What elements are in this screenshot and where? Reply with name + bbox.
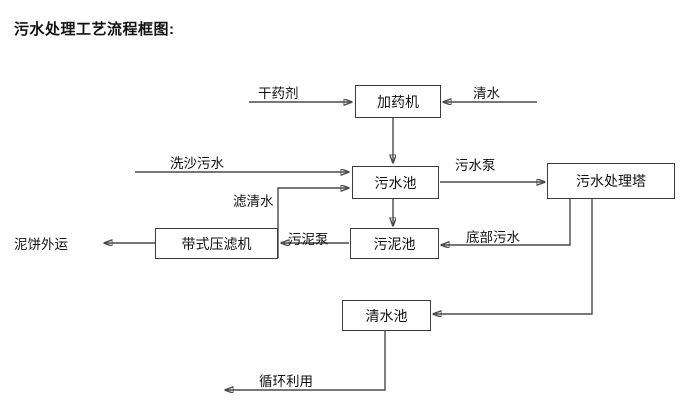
- node-wastewater-pool-label: 污水池: [374, 174, 417, 191]
- wire-filtered-water-to-wastewater-pool: [277, 188, 349, 258]
- node-treatment-tower[interactable]: 污水处理塔: [547, 163, 675, 199]
- page-title: 污水处理工艺流程框图:: [14, 21, 175, 38]
- wire-tower-to-clean-water-pool: [433, 199, 593, 314]
- node-wastewater-pool[interactable]: 污水池: [352, 166, 439, 199]
- node-dosing-machine[interactable]: 加药机: [355, 85, 441, 118]
- node-treatment-tower-label: 污水处理塔: [576, 173, 646, 189]
- edge-label-clean-water-in: 清水: [473, 86, 500, 101]
- edge-label-bottom-wastewater: 底部污水: [466, 230, 520, 245]
- node-dosing-machine-label: 加药机: [377, 93, 419, 110]
- node-belt-filter-press-label: 带式压滤机: [181, 235, 252, 252]
- terminal-label-recycle-reuse: 循环利用: [259, 374, 313, 389]
- node-clean-water-pool-label: 清水池: [365, 307, 408, 324]
- edge-label-sand-wash-wastewater: 洗沙污水: [170, 156, 224, 171]
- wire-clean-water-pool-to-recycle: [225, 331, 386, 390]
- node-clean-water-pool[interactable]: 清水池: [342, 300, 431, 331]
- edge-label-wastewater-pump: 污水泵: [455, 158, 496, 173]
- terminal-label-mud-cake-out: 泥饼外运: [14, 237, 68, 252]
- edge-label-sludge-pump: 污泥泵: [288, 232, 329, 247]
- edge-label-dry-agent: 干药剂: [258, 86, 299, 101]
- node-sludge-pool-label: 污泥池: [373, 235, 416, 252]
- edge-label-filtered-clear-water: 滤清水: [233, 194, 274, 209]
- wire-bottom-wastewater-to-sludge-pool: [441, 199, 571, 245]
- node-sludge-pool[interactable]: 污泥池: [350, 228, 439, 259]
- node-belt-filter-press[interactable]: 带式压滤机: [155, 228, 278, 259]
